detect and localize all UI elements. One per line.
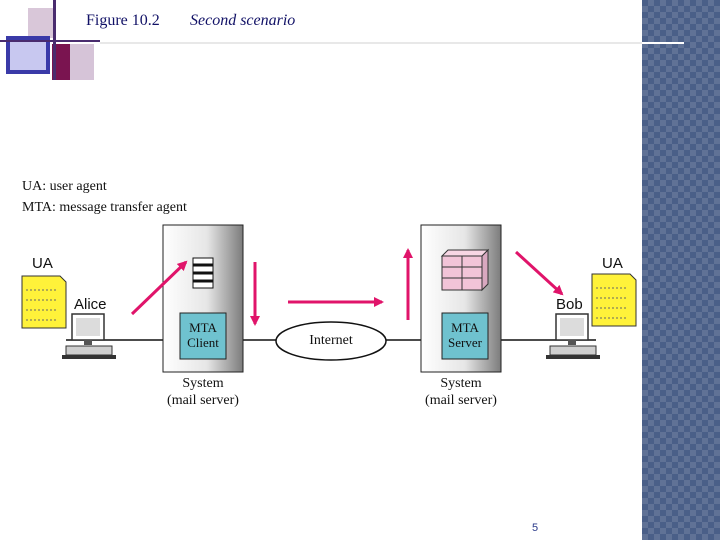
left-system-label: System (mail server) xyxy=(143,375,263,409)
arrow-alice-to-server xyxy=(130,260,188,316)
left-mail-server xyxy=(162,224,244,373)
figure-label: Figure 10.2 xyxy=(86,12,160,29)
mta-server-line2: Server xyxy=(448,335,482,350)
right-mail-server xyxy=(420,224,502,373)
page-number: 5 xyxy=(532,522,539,534)
mta-client-label: MTA Client xyxy=(180,320,226,350)
right-system-label: System (mail server) xyxy=(401,375,521,409)
mta-server-box xyxy=(441,312,489,360)
decorative-square-light xyxy=(10,40,46,70)
decorative-right-line xyxy=(642,42,684,44)
internet-cloud xyxy=(275,321,387,361)
mta-client-line2: Client xyxy=(187,335,219,350)
internet-label: Internet xyxy=(309,333,353,348)
mta-server-label: MTA Server xyxy=(442,320,488,350)
decorative-square-top xyxy=(28,8,56,38)
legend-mta: MTA: message transfer agent xyxy=(22,200,187,215)
right-system-line2: (mail server) xyxy=(425,393,497,408)
alice-label: Alice xyxy=(74,296,107,313)
title-underline xyxy=(100,42,660,44)
left-ua-document xyxy=(21,275,67,329)
arrow-server-to-bob xyxy=(514,250,564,296)
legend-ua: UA: user agent xyxy=(22,179,107,194)
bob-label: Bob xyxy=(556,296,583,313)
right-ua-label: UA xyxy=(602,255,623,272)
decorative-square-pink xyxy=(70,44,94,80)
alice-computer-icon xyxy=(62,313,116,359)
bob-computer-icon xyxy=(546,313,600,359)
right-ua-document xyxy=(591,273,637,327)
mta-client-line1: MTA xyxy=(189,320,217,335)
decorative-square-red xyxy=(52,44,70,80)
left-system-line1: System xyxy=(182,376,224,391)
mta-client-box xyxy=(179,312,227,360)
decorative-right-band xyxy=(642,0,720,540)
mta-server-line1: MTA xyxy=(451,320,479,335)
decorative-horizontal-line xyxy=(0,40,100,42)
left-ua-label: UA xyxy=(32,255,53,272)
figure-caption: Second scenario xyxy=(190,12,296,29)
right-system-line1: System xyxy=(440,376,482,391)
mailbox-icon xyxy=(440,248,490,292)
left-system-line2: (mail server) xyxy=(167,393,239,408)
